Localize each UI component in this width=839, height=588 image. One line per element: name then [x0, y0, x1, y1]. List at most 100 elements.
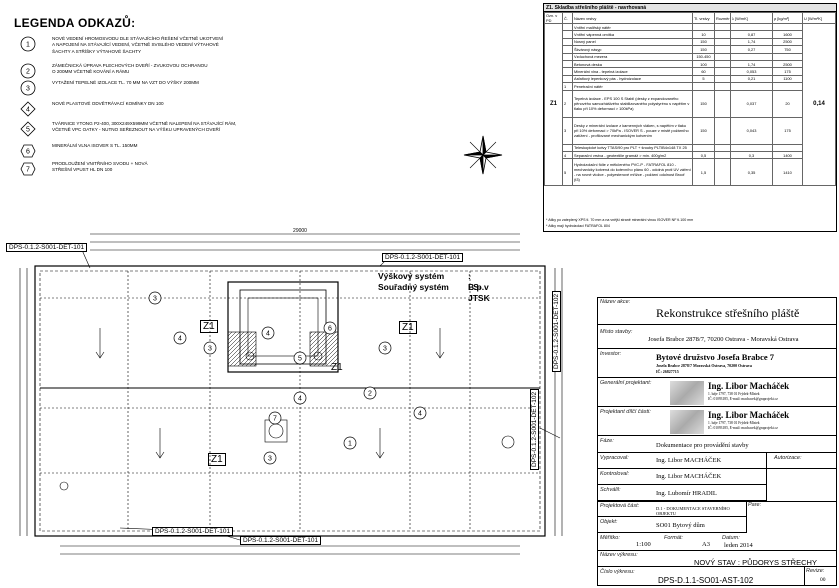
layer-number: [562, 45, 573, 54]
legend-number: 7: [26, 167, 30, 174]
plan-reference-marker: [343, 436, 357, 450]
layer-density: 2500: [772, 59, 803, 69]
layer-number: [562, 22, 573, 32]
layer-name: Nosný panel: [572, 37, 693, 47]
legend-number: 2: [26, 69, 30, 76]
layer-density: [772, 82, 803, 91]
plan-reference-number: 1: [348, 441, 352, 448]
plan-reference-marker: [263, 451, 277, 465]
coordinate-system: Výškový systém : B.p.v Souřadný systém :…: [378, 271, 490, 303]
drawing-number-label: Číslo výkresu:: [600, 569, 635, 575]
layer-number: [562, 52, 573, 61]
layer-thickness: 1,5: [692, 158, 715, 187]
format-label: Formát:: [664, 535, 683, 541]
north-arrow-icon: [463, 135, 503, 175]
check-label: Kontroloval:: [600, 471, 630, 477]
layer-lambda: 0,21: [730, 74, 773, 84]
coord-system-value: : S-JTSK: [468, 282, 490, 303]
layer-lambda: [730, 143, 773, 152]
legend-text: nové plastové odvětrávací komínky dn 100: [52, 101, 164, 106]
author-value: Ing. Libor MACHÁČEK: [656, 457, 722, 464]
detail-callout[interactable]: DPS-0.1.2-S001-DET-101: [152, 527, 234, 536]
zone-label: Z1: [208, 453, 226, 466]
plan-reference-number: 3: [208, 346, 212, 353]
plan-reference-marker: [173, 331, 187, 345]
layer-name: Betonová deska: [572, 59, 693, 69]
plan-reference-number: 3: [268, 456, 272, 463]
layer-size: [714, 52, 731, 61]
investor-address: Josefa Brabce 2878/7 Moravská Ostrava, 7…: [656, 363, 752, 368]
composition-grid: Ozn. v PD Č. Název vrstvy Tl. vrstvy Roz…: [544, 12, 836, 187]
layer-thickness: [692, 82, 715, 91]
author-label: Vypracoval:: [600, 455, 629, 461]
layer-density: [772, 52, 803, 61]
drawing-number-value: DPS-D.1.1-SO01-AST-102: [658, 576, 754, 585]
layer-size: [714, 37, 731, 47]
layer-name: Separační vrstva - geotextilie gramáž > …: [572, 150, 693, 160]
legend: LEGENDA ODKAZŮ: 1nové vedení hromosvodu …: [6, 6, 306, 191]
layer-thickness: 60: [692, 67, 715, 76]
layer-name: Hydroizolační fólie z měkčeného PVC-P - …: [572, 158, 693, 187]
detail-callout[interactable]: DPS-0.1.2-S001-DET-101: [6, 243, 88, 252]
part-designer-address: 1. báje 1797, 738 01 Frýdek-Místek: [708, 421, 760, 425]
layer-number: 1: [562, 82, 573, 91]
layer-number: [562, 37, 573, 47]
col-header-thickness: Tl. vrstvy: [692, 12, 715, 24]
date-label: Datum:: [722, 535, 740, 541]
layer-lambda: 0,35: [730, 158, 773, 187]
plan-reference-marker: [378, 341, 392, 355]
vertical-system-label: Výškový systém: [378, 271, 445, 281]
layer-number: 4: [562, 150, 573, 160]
layer-size: [714, 150, 731, 160]
detail-callout[interactable]: DPS-0.1.2-S001-DET-101: [240, 536, 322, 545]
layer-number: [562, 30, 573, 39]
layer-lambda: 0,3: [730, 150, 773, 160]
plan-reference-number: 3: [383, 346, 387, 353]
col-header-name: Název vrstvy: [572, 12, 693, 24]
layer-thickness: [692, 22, 715, 32]
layer-density: 750: [772, 45, 803, 54]
layer-name: Vnitřní vápenná omítka: [572, 30, 693, 39]
plan-reference-marker: [363, 386, 377, 400]
col-header-code: Ozn. v PD: [544, 12, 563, 24]
project-part-label: Projektová část:: [600, 503, 640, 509]
vertical-system-value: : B.p.v: [468, 271, 489, 292]
detail-callout[interactable]: DPS-0.1.2-S001-DET-101: [382, 253, 464, 262]
object-value: SO01 Bytový dům: [656, 522, 705, 529]
legend-number: 1: [26, 42, 30, 49]
general-designer-label: Generální projektant:: [600, 380, 652, 386]
layer-size: [714, 89, 731, 118]
plan-reference-number: 4: [266, 331, 270, 338]
designer-logo-icon: [670, 410, 704, 434]
legend-text: vytažení tepelné izolace tl. 70 mm na vz…: [52, 80, 199, 85]
plan-reference-marker: [203, 341, 217, 355]
legend-symbol-icon: 1: [20, 36, 36, 52]
plan-reference-number: 4: [298, 396, 302, 403]
composition-note-2: * Atiky mají hydroizolaci FATRAFOL 804: [546, 224, 610, 228]
layer-name: Teleskopické kotvy TTAS/90 pro PLT + šro…: [572, 143, 693, 152]
drawing-name-value: NOVÝ STAV : PŮDORYS STŘECHY: [694, 558, 817, 567]
place-value: Josefa Brabce 2878/7, 70200 Ostrava - Mo…: [648, 336, 799, 343]
detail-callout[interactable]: DPS-0.1.2-S001-DET-102: [552, 290, 561, 372]
detail-callout[interactable]: DPS-0.1.2-S001-DET-102: [530, 388, 539, 470]
roof-composition-table: Z1. Skladba střešního pláště - navrhovan…: [543, 3, 837, 232]
layer-thickness: 100: [692, 59, 715, 69]
general-designer-name: Ing. Libor Macháček: [708, 381, 790, 391]
title-block: Název akce: Rekonstrukce střešního plášt…: [597, 297, 837, 586]
part-designer-contact: IČ: 01093185, E-mail: machacek@graprojek…: [708, 426, 778, 430]
layer-density: 1410: [772, 158, 803, 187]
general-designer-contact: IČ: 01093185, E-mail: machacek@graprojek…: [708, 397, 778, 401]
plan-reference-number: 3: [153, 296, 157, 303]
layer-number: [562, 67, 573, 76]
phase-label: Fáze:: [600, 438, 614, 444]
legend-text: prodloužení vnitřního svodu + nová střeš…: [52, 161, 148, 173]
plan-reference-number: 4: [418, 411, 422, 418]
